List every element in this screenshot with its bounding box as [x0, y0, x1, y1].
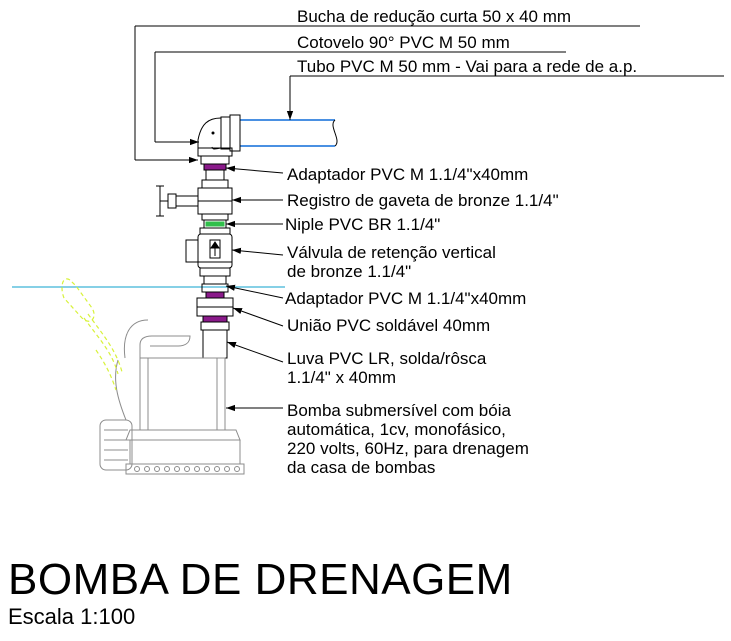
gate-valve: [156, 179, 233, 221]
label-bomba-line1: Bomba submersível com bóia: [287, 401, 511, 420]
label-bucha: Bucha de redução curta 50 x 40 mm: [297, 7, 571, 26]
drawing-scale: Escala 1:100: [8, 604, 136, 629]
label-bomba-line2: automática, 1cv, monofásico,: [287, 420, 506, 439]
elbow-90: [197, 114, 241, 165]
label-tubo: Tubo PVC M 50 mm - Vai para a rede de a.…: [297, 57, 637, 76]
label-luva-line2: 1.1/4" x 40mm: [287, 368, 396, 387]
label-adaptador-bottom: Adaptador PVC M 1.1/4"x40mm: [285, 289, 526, 308]
label-bomba-line4: da casa de bombas: [287, 458, 435, 477]
label-valvula-line1: Válvula de retenção vertical: [287, 243, 496, 262]
label-adaptador-top: Adaptador PVC M 1.1/4"x40mm: [287, 165, 528, 184]
label-valvula-line2: de bronze 1.1/4": [287, 262, 411, 281]
label-luva-line1: Luva PVC LR, solda/rôsca: [287, 349, 487, 368]
outlet-pipe: [239, 119, 338, 147]
drawing-title: BOMBA DE DRENAGEM: [8, 555, 513, 604]
label-uniao: União PVC soldável 40mm: [287, 316, 490, 335]
check-valve: [185, 227, 233, 277]
label-cotovelo: Cotovelo 90° PVC M 50 mm: [297, 33, 510, 52]
label-bomba-line3: 220 volts, 60Hz, para drenagem: [287, 439, 529, 458]
coupling-luva: [202, 329, 228, 359]
adapter-top: [203, 163, 227, 181]
leader-lines: [134, 25, 724, 412]
label-registro: Registro de gaveta de bronze 1.1/4": [287, 191, 559, 210]
submersible-pump: [99, 319, 245, 475]
niple: [203, 219, 227, 229]
union-fitting: [196, 297, 234, 331]
label-niple: Niple PVC BR 1.1/4": [285, 215, 440, 234]
float-switch: [61, 278, 123, 391]
callout-labels: Bucha de redução curta 50 x 40 mm Cotove…: [285, 7, 637, 477]
